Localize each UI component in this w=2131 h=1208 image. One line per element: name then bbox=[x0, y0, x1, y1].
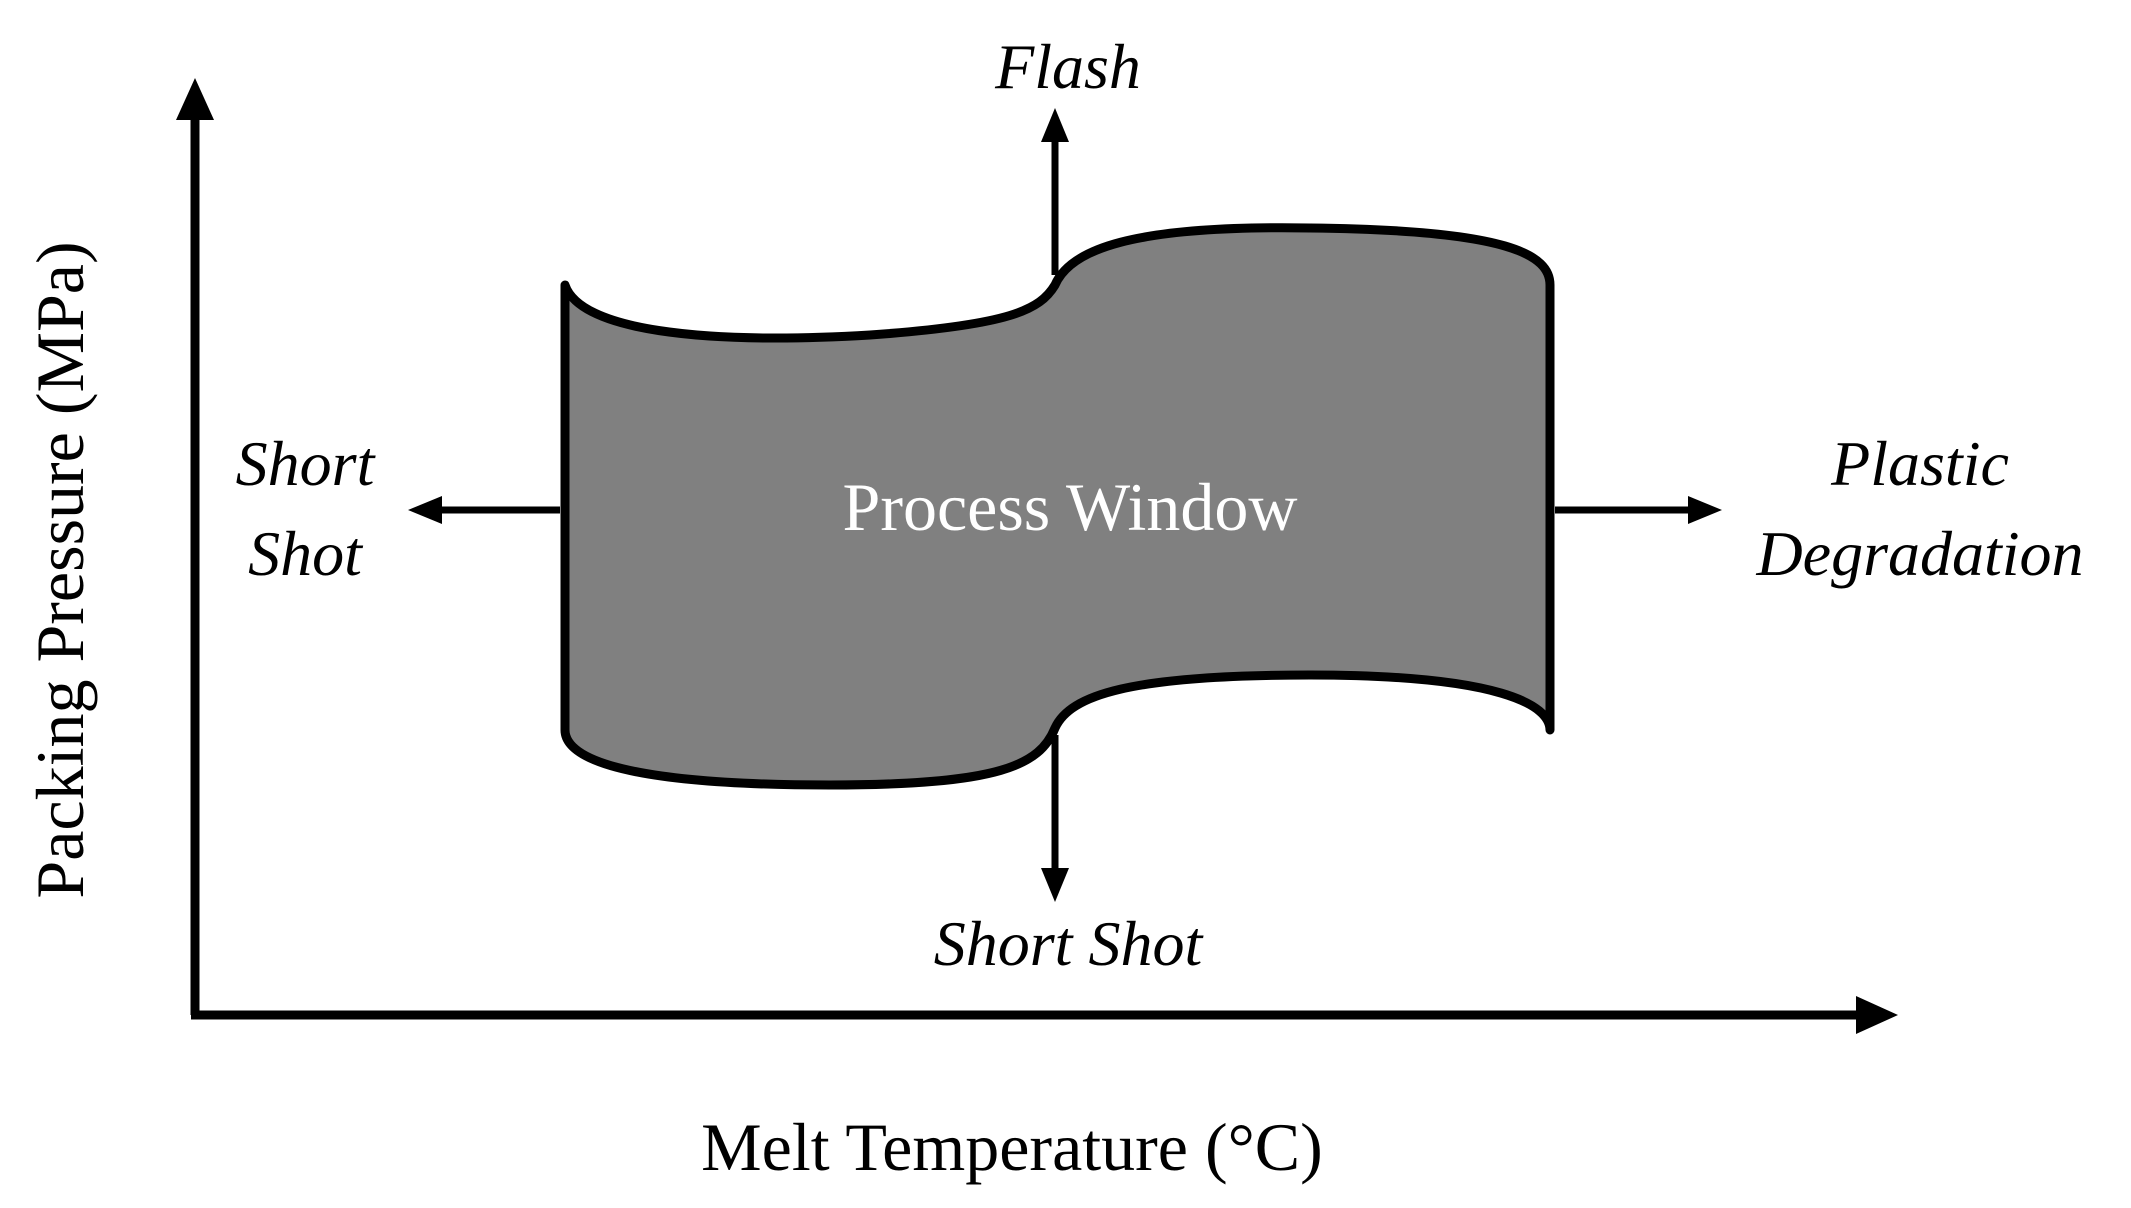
degradation-label-line2: Degradation bbox=[1755, 518, 2083, 589]
short-shot-down-arrow bbox=[1041, 735, 1069, 902]
short-shot-left-arrow bbox=[408, 496, 560, 524]
degradation-arrow bbox=[1555, 496, 1722, 524]
x-axis-label: Melt Temperature (°C) bbox=[701, 1109, 1323, 1185]
axes bbox=[176, 78, 1898, 1034]
process-window-label: Process Window bbox=[843, 469, 1298, 545]
flash-arrow bbox=[1041, 108, 1069, 275]
y-axis-arrowhead bbox=[176, 78, 214, 120]
short-shot-left-label-line2: Shot bbox=[248, 518, 364, 589]
x-axis-arrowhead bbox=[1856, 996, 1898, 1034]
degradation-label-line1: Plastic bbox=[1830, 428, 2009, 499]
process-window-shape bbox=[560, 223, 1555, 790]
short-shot-left-label-line1: Short bbox=[236, 428, 377, 499]
flash-label: Flash bbox=[994, 31, 1141, 102]
y-axis-label: Packing Pressure (MPa) bbox=[22, 241, 98, 898]
short-shot-bottom-label: Short Shot bbox=[934, 908, 1205, 979]
